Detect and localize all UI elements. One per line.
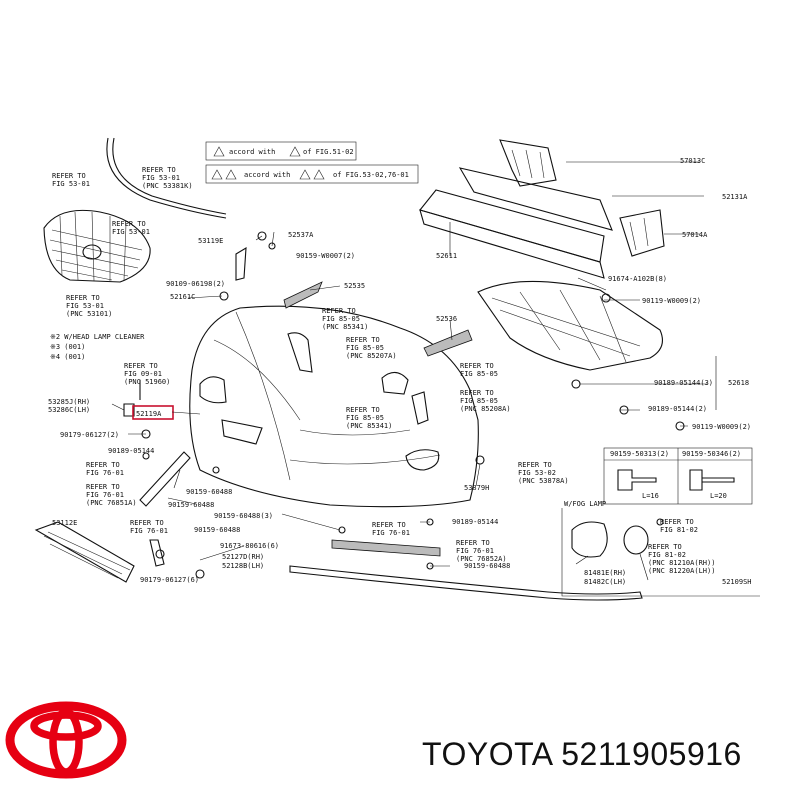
- bracket-struts: [139, 451, 191, 567]
- part-number-labels: 57013C 52131A 57014A 91674-A102B(8) 90119-W0…: [48, 157, 751, 586]
- part-number-label: 52535: [344, 282, 365, 290]
- part-number-label: 90159-60488: [464, 562, 510, 570]
- legend-box-2: [205, 164, 419, 184]
- part-number-label: 90119-W0009(2): [692, 423, 751, 431]
- part-number-label: 90159-W0007(2): [296, 252, 355, 260]
- part-number-label: 90159-50346(2): [682, 450, 741, 458]
- brand-caption: TOYOTA 5211905916: [422, 736, 742, 772]
- part-number-label: 91673-80616(6): [220, 542, 279, 550]
- side-brackets: [235, 246, 473, 425]
- part-number-label: 52161C: [170, 293, 195, 301]
- legend-row1-a: accord with: [229, 148, 275, 156]
- note-3: ※4 (001): [50, 353, 85, 361]
- bolt-dim-1: L=16: [642, 492, 659, 500]
- part-number-label: 81482C(LH): [584, 578, 626, 586]
- part-number-label: 90179-06127(2): [60, 431, 119, 439]
- leader-lines: [111, 161, 717, 581]
- part-number-label: 52536: [436, 315, 457, 323]
- legend: accord with of FIG.51-02 accord with of …: [205, 141, 419, 184]
- part-number-label: 90189-05144: [108, 447, 154, 455]
- note-1: ※2 W/HEAD LAMP CLEANER: [50, 333, 145, 341]
- center-lower-piece: [331, 539, 441, 557]
- part-number-label: 57014A: [682, 231, 708, 239]
- fog-lamp-section: W/FOG LAMP: [561, 500, 760, 597]
- toyota-logo-icon: [5, 701, 127, 779]
- legend-row1-b: of FIG.51-02: [303, 148, 354, 156]
- bumper-cover: [189, 305, 479, 508]
- part-number-label: 90189-05144(2): [648, 405, 707, 413]
- part-number-label: 91674-A102B(8): [608, 275, 667, 283]
- part-number-label: 90189-05144: [452, 518, 498, 526]
- legend-row2-b: of FIG.53-02,76-01: [333, 171, 409, 179]
- part-number-label: 81481E(RH): [584, 569, 626, 577]
- part-number-label: 90159-60488: [168, 501, 214, 509]
- part-number-label: 90159-60488: [186, 488, 232, 496]
- figure-code: 52109SH: [722, 578, 752, 586]
- part-number-label: 52537A: [288, 231, 314, 239]
- part-number-label: 90189-05144(3): [654, 379, 713, 387]
- part-number-label: 90119-W0009(2): [642, 297, 701, 305]
- part-number-label: 90159-50313(2): [610, 450, 669, 458]
- part-number-label: 53286C(LH): [48, 406, 90, 414]
- part-number-label: 90109-06198(2): [166, 280, 225, 288]
- bumper-support-left: [499, 139, 557, 187]
- part-number-label: 53879H: [464, 484, 489, 492]
- notes: ※2 W/HEAD LAMP CLEANER ※3 (001) ※4 (001): [50, 333, 145, 361]
- part-number-label: 57013C: [680, 157, 705, 165]
- fog-section-label: W/FOG LAMP: [564, 500, 606, 508]
- bolt-dim-2: L=20: [710, 492, 727, 500]
- part-number-label: 53112E: [52, 519, 77, 527]
- part-number-label: 52131A: [722, 193, 748, 201]
- hood-molding: [106, 137, 227, 219]
- fog-lamp: [571, 521, 649, 558]
- bumper-lip: [289, 565, 643, 601]
- lower-grille: [34, 521, 135, 583]
- part-number-label: 90159-60488(3): [214, 512, 273, 520]
- bolt-table: L=16 L=20: [603, 447, 753, 505]
- part-number-label: 52618: [728, 379, 749, 387]
- part-number-label: 90159-60488: [194, 526, 240, 534]
- part-number-label: 52611: [436, 252, 457, 260]
- engine-under-cover: [477, 280, 663, 371]
- bumper-support-right: [619, 209, 665, 257]
- part-number-label: 53285J(RH): [48, 398, 90, 406]
- radiator-grille: [43, 209, 151, 283]
- part-number-label: 53119E: [198, 237, 223, 245]
- note-2: ※3 (001): [50, 343, 85, 351]
- legend-row2-a: accord with: [244, 171, 290, 179]
- highlighted-part-box: [132, 405, 174, 420]
- part-number-label: 52119A: [136, 410, 162, 418]
- legend-box-1: [205, 141, 357, 161]
- part-number-label: 90179-06127(6): [140, 576, 199, 584]
- reinforcement: [419, 167, 613, 279]
- part-number-label: 52127D(RH): [222, 553, 264, 561]
- part-number-label: 52128B(LH): [222, 562, 264, 570]
